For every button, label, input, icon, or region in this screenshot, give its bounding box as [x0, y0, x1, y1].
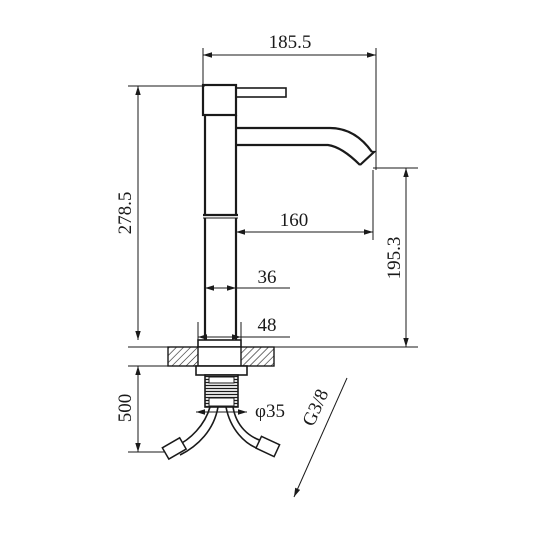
dim-thread: G3/8 — [293, 377, 348, 498]
dim-total-height-label: 278.5 — [115, 192, 136, 235]
countertop — [128, 339, 418, 367]
dim-total-height: 278.5 — [115, 85, 205, 340]
mounting-shank — [195, 365, 248, 408]
dim-mount-hole-label: φ35 — [255, 401, 285, 422]
dim-spout-height: 195.3 — [373, 167, 418, 347]
dim-top-width: 185.5 — [202, 32, 377, 170]
dim-top-width-label: 185.5 — [269, 32, 312, 53]
dim-spout-reach-label: 160 — [280, 210, 309, 231]
dim-hose-length: 500 — [115, 365, 196, 453]
dim-spout-height-label: 195.3 — [384, 237, 405, 280]
dim-mount-hole: φ35 — [196, 401, 285, 422]
dim-base-diameter: 48 — [197, 315, 290, 347]
dim-hose-length-label: 500 — [115, 394, 136, 423]
dim-base-diameter-label: 48 — [258, 315, 277, 336]
faucet-body — [201, 83, 377, 340]
dim-body-diameter-label: 36 — [258, 267, 277, 288]
dim-spout-reach: 160 — [236, 170, 374, 240]
dim-thread-label: G3/8 — [299, 386, 334, 429]
dim-body-diameter: 36 — [205, 267, 290, 291]
